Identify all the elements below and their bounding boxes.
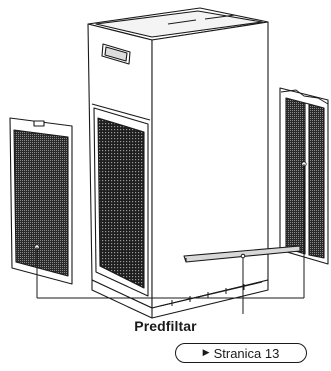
page-reference-text: Stranica 13 — [213, 345, 280, 361]
callout-lines — [36, 164, 305, 314]
play-arrow-icon: ▶ — [202, 347, 210, 358]
left-filter-panel — [9, 117, 73, 285]
page-reference-link[interactable]: ▶ Stranica 13 — [175, 343, 307, 363]
main-unit — [87, 7, 269, 319]
prefilter-label: Predfiltar — [134, 318, 197, 334]
